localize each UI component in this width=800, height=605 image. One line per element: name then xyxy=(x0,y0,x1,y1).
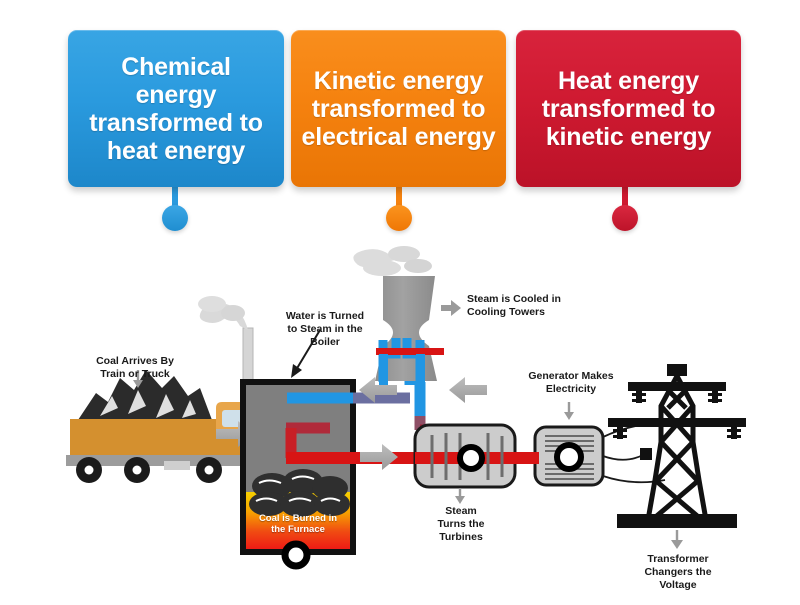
draggable-label-text: Heat energy transformed to kinetic energ… xyxy=(541,66,716,151)
caption-generator: Generator Makes Electricity xyxy=(528,370,614,395)
draggable-label-heat-energy[interactable]: Heat energy transformed to kinetic energ… xyxy=(516,30,741,187)
label-pin-stem-blue xyxy=(172,183,178,211)
label-pin-dot-orange[interactable] xyxy=(386,205,412,231)
label-pin-dot-blue[interactable] xyxy=(162,205,188,231)
draggable-label-text: Chemical energy transformed to heat ener… xyxy=(89,52,263,165)
turbine-icon xyxy=(413,423,535,489)
turbine-caption-arrow-icon xyxy=(455,488,465,504)
transmission-pylon-icon xyxy=(608,364,746,528)
power-station-illustration xyxy=(66,246,746,570)
draggable-label-text: Kinetic energy transformed to electrical… xyxy=(301,66,496,151)
transformer-caption-arrow-icon xyxy=(671,530,683,549)
label-pin-stem-red xyxy=(622,183,628,211)
caption-transformer: Transformer Changers the Voltage xyxy=(644,553,712,591)
insulator-box-icon xyxy=(640,448,652,460)
flow-arrow-boiler-to-turbine-icon xyxy=(360,444,398,470)
smokestack-icon xyxy=(198,296,254,385)
draggable-label-kinetic-energy[interactable]: Kinetic energy transformed to electrical… xyxy=(291,30,506,187)
label-pin-dot-red[interactable] xyxy=(612,205,638,231)
cooling-tower-caption-arrow-icon xyxy=(441,300,461,316)
cooling-tower-icon xyxy=(353,246,444,388)
caption-turbine: Steam Turns the Turbines xyxy=(437,505,485,543)
generator-caption-arrow-icon xyxy=(564,402,574,420)
label-pin-stem-orange xyxy=(396,183,402,211)
boiler-caption-pointer-icon xyxy=(291,329,321,378)
caption-furnace: Coal is Burned in the Furnace xyxy=(258,513,338,536)
flow-arrow-turbine-to-tower-icon xyxy=(449,377,487,403)
caption-coal-delivery: Coal Arrives By Train or Truck xyxy=(96,355,174,380)
coal-truck-icon xyxy=(66,370,256,483)
power-station-diagram: Coal Arrives By Train or Truck Water is … xyxy=(0,230,800,600)
draggable-label-chemical-energy[interactable]: Chemical energy transformed to heat ener… xyxy=(68,30,284,187)
coal-caption-arrow-icon xyxy=(133,370,143,388)
flow-arrow-to-boiler-top-icon xyxy=(359,377,397,403)
boiler-furnace-icon xyxy=(240,379,356,555)
caption-boiler: Water is Turned to Steam in the Boiler xyxy=(285,310,365,348)
generator-icon xyxy=(515,425,605,487)
drop-zone-furnace[interactable] xyxy=(281,540,311,570)
caption-cooling-tower: Steam is Cooled in Cooling Towers xyxy=(467,293,561,318)
